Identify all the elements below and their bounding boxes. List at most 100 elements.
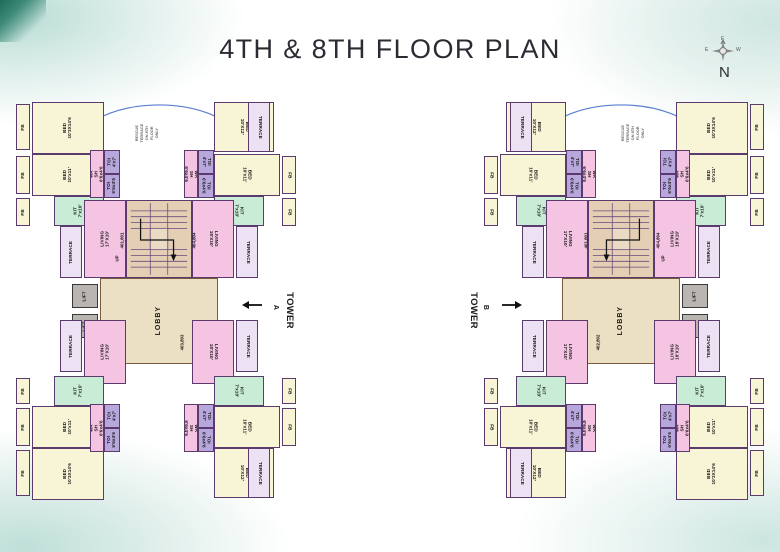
room-wash-tr: WA SH 6'6x4'6 [582, 150, 596, 198]
room-toilet-bl-b: TOI 6'6x4'6 [660, 428, 676, 452]
room-wash-tr: WA SH 6'6x4'6 [184, 150, 198, 198]
room-toilet-tr-a: TOI 4'x7' [566, 150, 582, 174]
staircase-icon [127, 201, 191, 277]
room-living-br: LIVING 18'X10' [192, 320, 234, 384]
rescue-terrace-note: RESCUE TERRACE ON 8TH FLOOR ONLY [133, 123, 159, 143]
room-terrace-br-2: TERRACE [248, 448, 270, 498]
room-fb-br-2: FB [484, 408, 498, 446]
room-terrace-br: TERRACE [522, 320, 544, 372]
stair-core [588, 200, 654, 278]
unit-number-tr: 401,801 [583, 232, 589, 249]
unit-number-tl: 404,804 [655, 232, 661, 249]
room-bed-small-tr: BED 10'x11' [500, 154, 566, 196]
room-toilet-bl-a: TOI 4'x7' [660, 404, 676, 428]
room-toilet-br-b: TOI 6'6x4'6 [198, 428, 214, 452]
room-terrace-tr: TERRACE [248, 102, 270, 152]
room-bed-small-br: BED 10'x11' [214, 406, 280, 448]
room-fb-tr-1: FB [484, 156, 498, 194]
room-terrace-tr-2: TERRACE [522, 226, 544, 278]
room-toilet-tr-b: TOI 6'6x4'6 [566, 174, 582, 198]
room-bed-large-tl: BED 10'3X14'6 [676, 102, 748, 154]
tower-b-label: TOWER [467, 291, 479, 329]
room-kitchen-bl: KIT 7'x10' [676, 376, 726, 406]
room-toilet-tl-a: TOI 4'x7' [660, 150, 676, 174]
unit-number-tl: 401,801 [119, 232, 125, 249]
floor-plan-tower-a: RESCUE TERRACE ON 8TH FLOOR ONLY BED 10'… [4, 88, 314, 508]
room-toilet-bl-b: TOI 6'6x4'6 [104, 428, 120, 452]
room-terrace-bl: TERRACE [698, 320, 720, 372]
compass-rose: E E W N [697, 30, 761, 82]
stair-core [126, 200, 192, 278]
room-wash-tl: WA SH 6'6x4'6 [90, 150, 104, 198]
unit-number-tr: 404,804 [191, 232, 197, 249]
room-wash-tl: WA SH 6'6x4'6 [676, 150, 690, 198]
room-living-left-core: LIVING 17'X10' [84, 200, 126, 278]
room-bed-large-bl: BED 10'3X14'6 [32, 448, 104, 500]
room-toilet-tl-b: TOI 6'6x4'6 [660, 174, 676, 198]
room-fb-tl-1: FB [16, 104, 30, 150]
room-terrace-tl: TERRACE [698, 226, 720, 278]
room-living-br: LIVING 17'X10' [546, 320, 588, 384]
stair-up-label: UP [660, 255, 666, 262]
room-fb-bl-3: FB [16, 450, 30, 496]
room-wash-br: WA SH 6'6x4'6 [582, 404, 596, 452]
room-living-right-core: LIVING 18'X10' [192, 200, 234, 278]
room-terrace-tr: TERRACE [510, 102, 532, 152]
unit-number-br: 403,803 [179, 334, 185, 351]
room-terrace-br: TERRACE [236, 320, 258, 372]
tower-b-id: B [482, 304, 490, 310]
room-toilet-br-a: TOI 4'x7' [566, 404, 582, 428]
room-bed-small-tr: BED 10'x11' [214, 154, 280, 196]
room-fb-tr-2: FB [282, 198, 296, 226]
compass-icon [712, 39, 734, 61]
room-fb-tl-3: FB [16, 198, 30, 226]
room-fb-tr-1: FB [282, 156, 296, 194]
room-toilet-br-b: TOI 6'6x4'6 [566, 428, 582, 452]
room-bed-large-bl: BED 10'3X14'6 [676, 448, 748, 500]
room-toilet-tl-b: TOI 6'6x4'6 [104, 174, 120, 198]
room-fb-br-1: FB [282, 378, 296, 404]
room-toilet-br-a: TOI 4'x7' [198, 404, 214, 428]
room-wash-bl: WA SH 6'6x4'6 [676, 404, 690, 452]
room-living-bl: LIVING 18'X10' [654, 320, 696, 384]
room-wash-bl: WA SH 6'6x4'6 [90, 404, 104, 452]
compass-label-north: N [719, 64, 730, 81]
tower-a-label: TOWER [283, 291, 295, 329]
tower-a-id: A [272, 304, 280, 310]
lift-1: LIFT [72, 284, 98, 308]
floor-plan-tower-b: RESCUE TERRACE ON 8TH FLOOR ONLY BED 10'… [466, 88, 776, 508]
room-fb-tr-2: FB [484, 198, 498, 226]
room-fb-tl-3: FB [750, 198, 764, 226]
room-toilet-tr-b: TOI 6'6x4'6 [198, 174, 214, 198]
room-bed-large-tl: BED 10'3X14'6 [32, 102, 104, 154]
room-terrace-tr-2: TERRACE [236, 226, 258, 278]
room-fb-bl-3: FB [750, 450, 764, 496]
room-fb-bl-1: FB [750, 378, 764, 404]
room-fb-tl-1: FB [750, 104, 764, 150]
tower-b-arrow-icon [502, 301, 522, 309]
staircase-icon [589, 201, 653, 277]
room-toilet-tl-a: TOI 4'x7' [104, 150, 120, 174]
room-wash-br: WA SH 6'6x4'6 [184, 404, 198, 452]
tower-a-arrow-icon [242, 301, 262, 309]
page-title: 4TH & 8TH FLOOR PLAN [219, 34, 561, 64]
lift-1: LIFT [682, 284, 708, 308]
stair-up-label: UP [114, 255, 120, 262]
room-fb-br-1: FB [484, 378, 498, 404]
compass-label-west: W [736, 47, 741, 53]
room-toilet-tr-a: TOI 4'x7' [198, 150, 214, 174]
room-fb-br-2: FB [282, 408, 296, 446]
room-fb-bl-2: FB [750, 408, 764, 446]
room-kitchen-br: KIT 7'x10' [214, 376, 264, 406]
unit-number-br: 402,802 [595, 334, 601, 351]
room-terrace-bl: TERRACE [60, 320, 82, 372]
room-kitchen-bl: KIT 7'x10' [54, 376, 104, 406]
room-fb-bl-1: FB [16, 378, 30, 404]
room-fb-bl-2: FB [16, 408, 30, 446]
room-kitchen-br: KIT 7'x10' [516, 376, 566, 406]
room-living-bl: LIVING 17'X10' [84, 320, 126, 384]
rescue-terrace-note: RESCUE TERRACE ON 8TH FLOOR ONLY [619, 123, 645, 143]
room-fb-tl-2: FB [16, 156, 30, 194]
room-fb-tl-2: FB [750, 156, 764, 194]
compass-label-east: E [705, 47, 709, 53]
